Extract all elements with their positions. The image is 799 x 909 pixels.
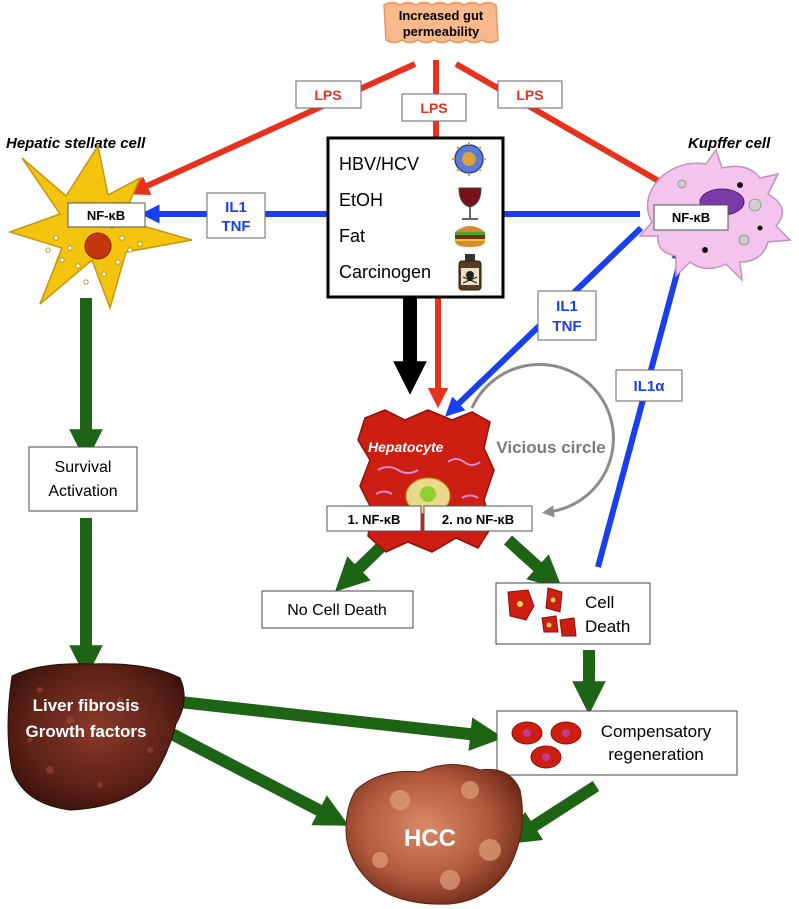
branch-2-text: 2. no NF-κB (442, 512, 514, 527)
virus-icon (452, 142, 486, 176)
cell-death-text-line1: Cell (585, 593, 614, 612)
fibrosis-text-line2: Growth factors (26, 722, 147, 741)
wine-glass-icon (458, 187, 482, 220)
nfkb-to-no-death-arrow (334, 538, 390, 592)
hcc-tumor: HCC (345, 764, 523, 905)
kupffer-cell: NF-κB (638, 148, 792, 283)
regeneration-text-line1: Compensatory (601, 722, 712, 741)
burger-icon (455, 226, 485, 247)
stellate-cell-title: Hepatic stellate cell (6, 135, 146, 152)
lps-label-right: LPS (497, 80, 563, 109)
il1-alpha-label: IL1α (615, 369, 683, 402)
lps-label-center: LPS (401, 93, 467, 122)
lps-label-left: LPS (295, 80, 362, 109)
liver-fibrosis: Liver fibrosis Growth factors (7, 663, 185, 811)
survival-activation-box: Survival Activation (28, 446, 138, 512)
cause-fat: Fat (339, 226, 365, 246)
il1-alpha-arrow-to-kupffer (595, 241, 690, 568)
causes-box: HBV/HCV EtOH Fat Carcinogen (326, 136, 505, 299)
branch-no-nfkb-label: 2. no NF-κB (423, 505, 533, 532)
cell-death-box: Cell Death (495, 582, 651, 645)
lps-arrow-left (128, 61, 417, 196)
skull-icon (462, 271, 478, 284)
dead-cell-fragments-icon (507, 587, 577, 637)
cause-hbv-hcv: HBV/HCV (339, 154, 419, 174)
il1-mid-text: IL1 (556, 298, 578, 315)
poison-bottle-icon (458, 254, 482, 291)
tnf-mid-text: TNF (552, 318, 581, 335)
il1-tnf-label-top: IL1 TNF (206, 192, 266, 239)
activation-text: Activation (48, 483, 117, 500)
cell-death-text-line2: Death (585, 617, 630, 636)
vicious-circle: Vicious circle (470, 363, 615, 518)
stellate-nfkb-label: NF-κB (87, 208, 125, 223)
regeneration-to-hcc-arrow (505, 780, 600, 845)
stellate-cell: NF-κB (7, 144, 193, 311)
kupffer-nfkb-label: NF-κB (672, 210, 710, 225)
gut-label-line2: permeability (403, 24, 480, 39)
gut-label-line1: Increased gut (399, 8, 484, 23)
no-cell-death-box: No Cell Death (261, 590, 414, 629)
fibrosis-to-hcc-arrow (165, 726, 349, 826)
cause-etoh: EtOH (339, 190, 383, 210)
regenerating-cells-icon (511, 721, 582, 769)
il1-alpha-text: IL1α (634, 378, 666, 395)
survival-text: Survival (55, 459, 112, 476)
lps-arrow-right (454, 61, 685, 197)
cause-carcinogen: Carcinogen (339, 262, 431, 282)
no-cell-death-text: No Cell Death (287, 602, 387, 619)
branch-nfkb-label: 1. NF-κB (326, 505, 422, 532)
hepatocyte-label: Hepatocyte (368, 439, 444, 455)
vicious-circle-label: Vicious circle (496, 438, 605, 457)
branch-1-text: 1. NF-κB (348, 512, 401, 527)
fibrosis-to-regeneration-arrow (179, 696, 504, 751)
il1-tnf-label-mid: IL1 TNF (537, 290, 597, 341)
regeneration-text-line2: regeneration (608, 745, 703, 764)
lps-right-text: LPS (516, 87, 543, 103)
no-nfkb-to-death-arrow (503, 535, 563, 590)
il1-top-text: IL1 (225, 199, 247, 216)
gut-permeability-node: Increased gut permeability (383, 1, 499, 44)
lps-left-text: LPS (314, 87, 341, 103)
fibrosis-text-line1: Liver fibrosis (33, 696, 140, 715)
hcc-label: HCC (404, 825, 456, 852)
kupffer-cell-title: Kupffer cell (688, 135, 771, 152)
lps-center-text: LPS (420, 100, 447, 116)
compensatory-regeneration-box: Compensatory regeneration (496, 710, 738, 776)
tnf-top-text: TNF (221, 218, 250, 235)
